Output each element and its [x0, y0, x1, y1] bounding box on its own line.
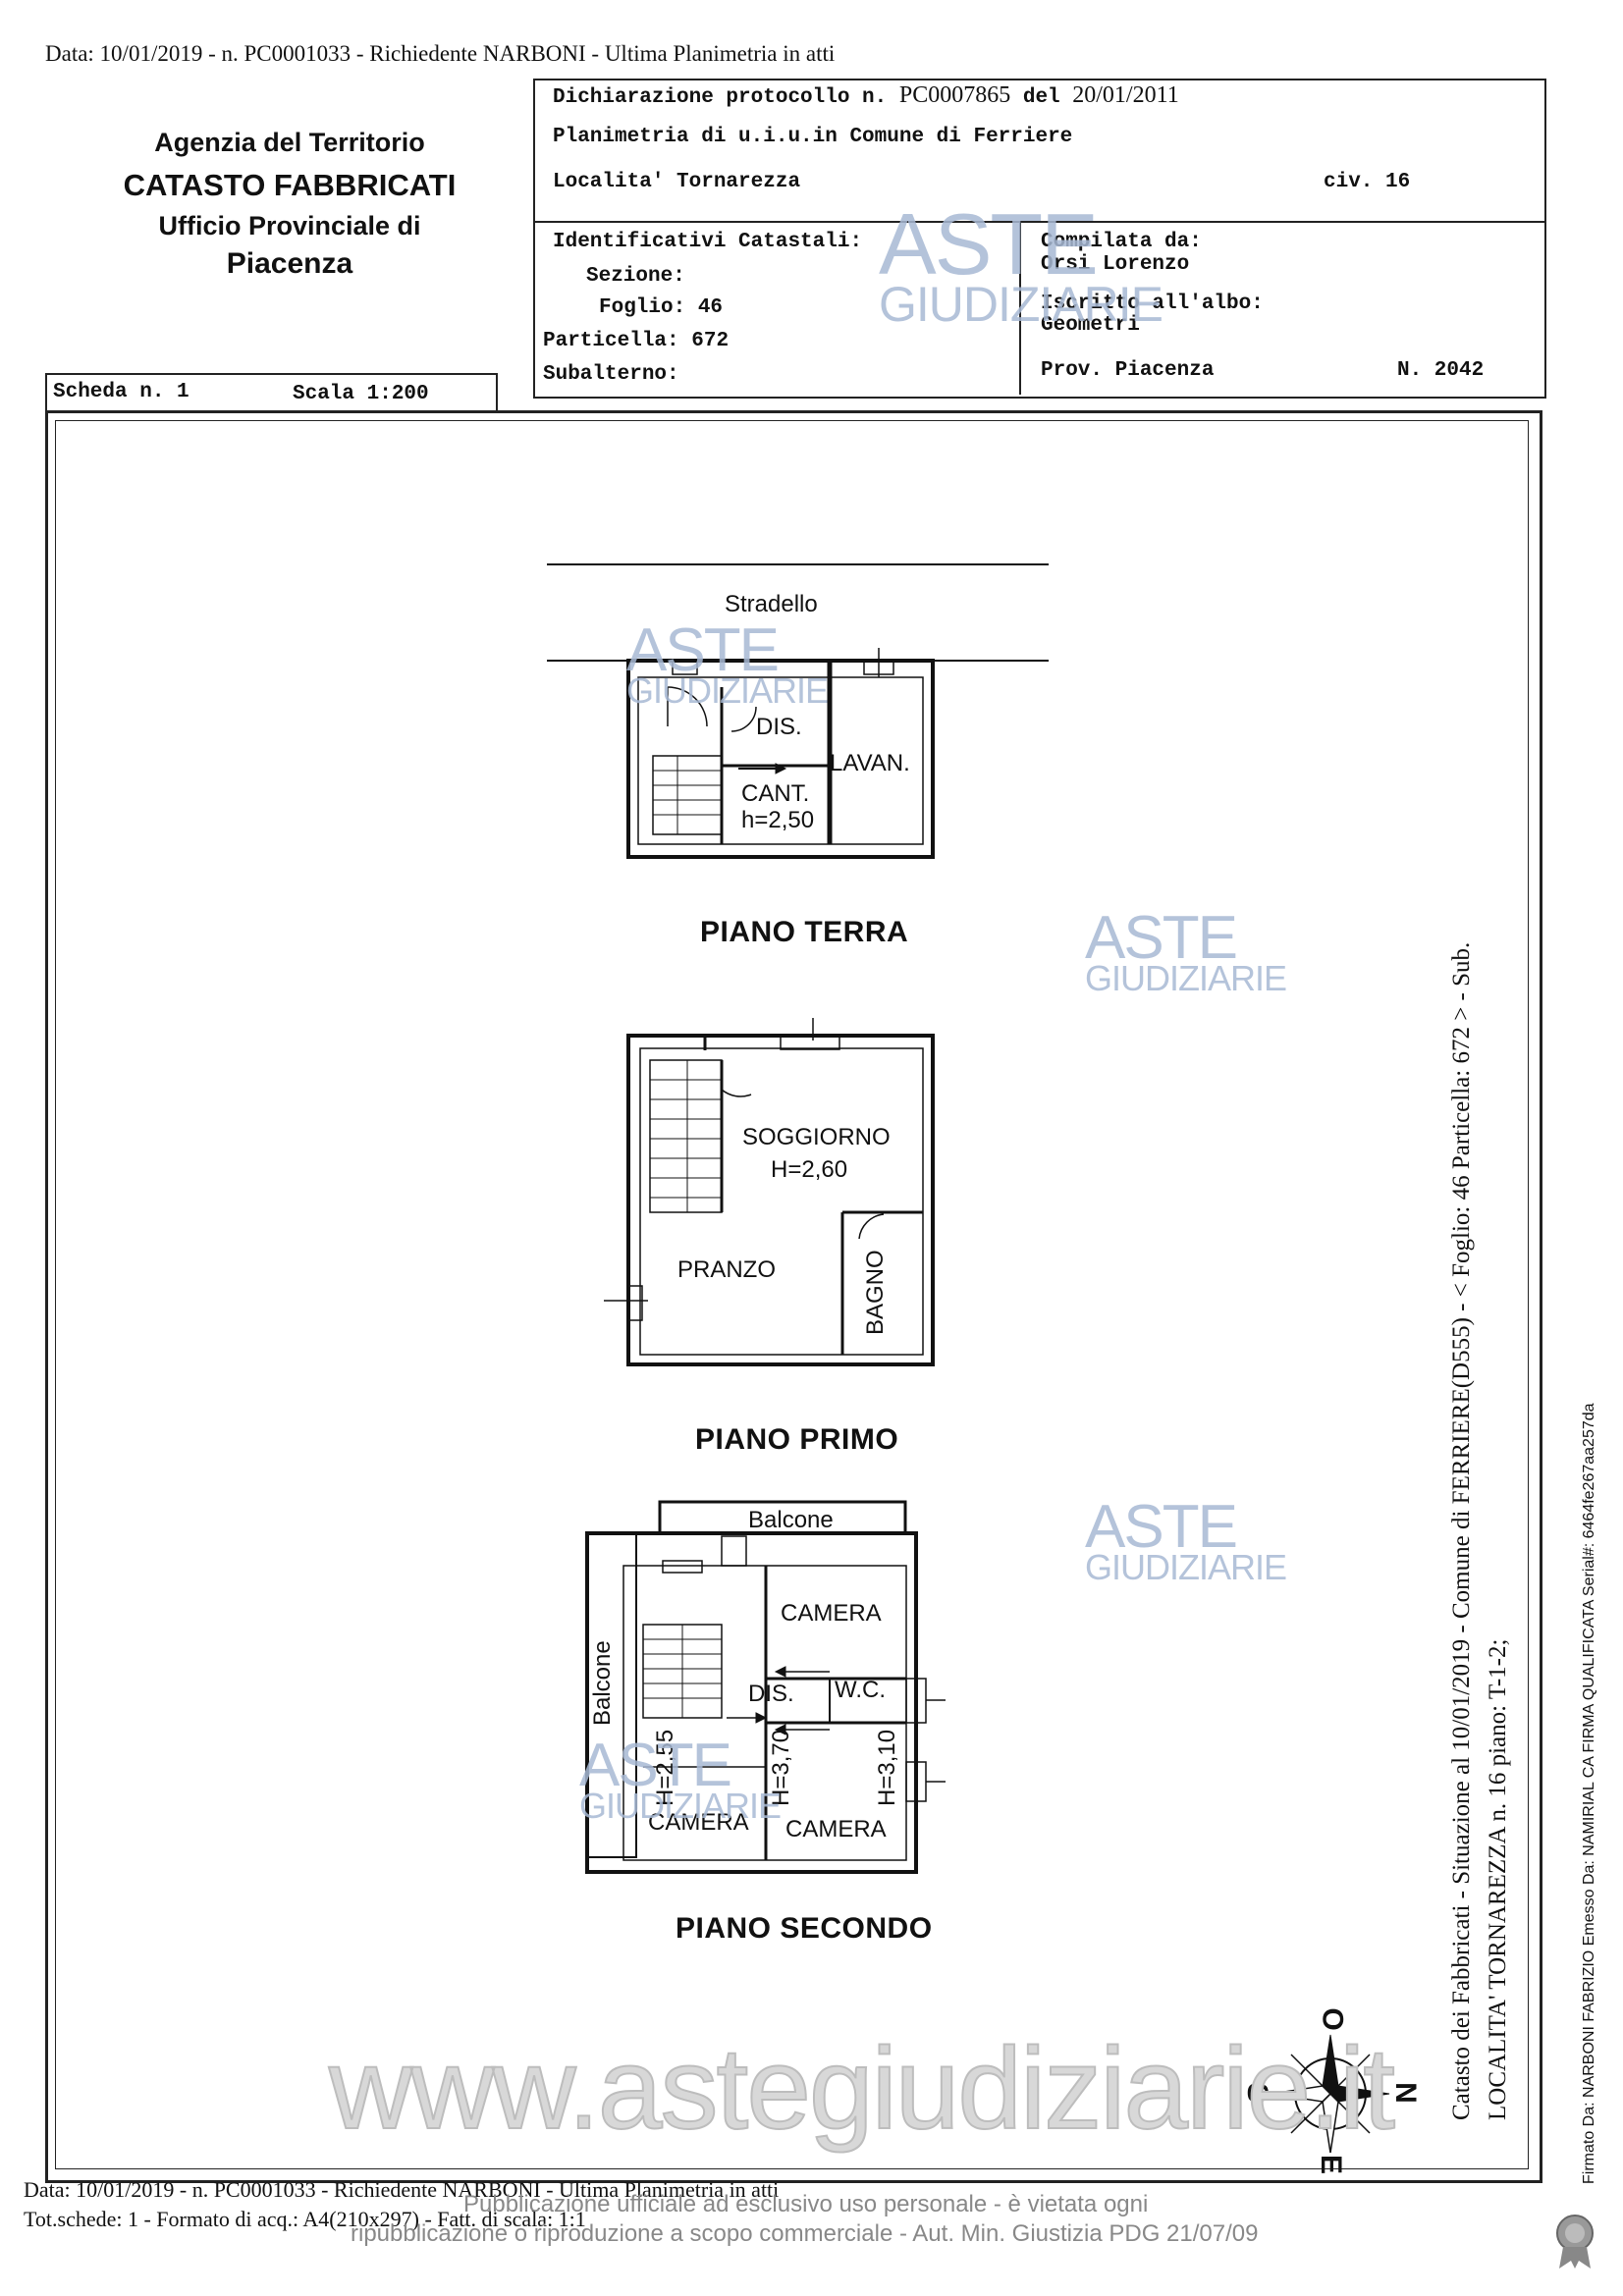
locality-line: Localita' Tornarezza: [553, 171, 801, 193]
drawing-frame: [45, 410, 1542, 2183]
scheda-number: Scheda n. 1: [53, 381, 189, 403]
second-room-dis: DIS.: [748, 1681, 794, 1707]
particella-label: Particella:: [543, 330, 679, 352]
footer-notice1: Pubblicazione ufficiale ad esclusivo uso…: [463, 2191, 1149, 2217]
protocol-date: 20/01/2011: [1072, 82, 1179, 108]
first-floor-title: PIANO PRIMO: [695, 1423, 899, 1456]
second-room-camera-3: CAMERA: [785, 1816, 887, 1842]
agency-line2: CATASTO FABBRICATI: [123, 168, 457, 202]
compiled-name: Orsi Lorenzo: [1041, 253, 1190, 276]
protocol-line: Dichiarazione protocollo n. PC0007865 de…: [553, 82, 1179, 109]
foglio-row: Foglio: 46: [599, 296, 723, 319]
declaration-divider: [533, 221, 1544, 223]
ground-room-lavan: LAVAN.: [830, 750, 910, 776]
first-room-soggiorno: SOGGIORNO: [742, 1124, 891, 1150]
drawing-frame-inner: [55, 420, 1529, 2169]
declaration-box: [533, 79, 1546, 399]
protocol-label: Dichiarazione protocollo n.: [553, 86, 888, 109]
registered-label: Iscritto all'albo:: [1041, 293, 1264, 315]
plan-line: Planimetria di u.i.u.in Comune di Ferrie…: [553, 126, 1073, 148]
agency-line1: Agenzia del Territorio: [154, 128, 425, 157]
second-balcone-top: Balcone: [748, 1507, 834, 1533]
footer-notice2: ripubblicazione o riproduzione a scopo c…: [351, 2220, 1259, 2247]
identifiers-title: Identificativi Catastali:: [553, 231, 863, 253]
foglio-label: Foglio:: [599, 296, 686, 319]
civic-number: civ. 16: [1324, 171, 1411, 193]
agency-block: Agenzia del Territorio CATASTO FABBRICAT…: [118, 128, 461, 281]
province-label: Prov. Piacenza: [1041, 359, 1215, 382]
side-text-line2: LOCALITA' TORNAREZZA n. 16 piano: T-1-2;: [1485, 1638, 1511, 2120]
footer-line1: Data: 10/01/2019 - n. PC0001033 - Richie…: [24, 2177, 780, 2202]
compiled-label: Compilata da:: [1041, 231, 1202, 253]
registered-value: Geometri: [1041, 314, 1140, 337]
agency-line4: Piacenza: [226, 247, 353, 280]
seal-icon: [1553, 2212, 1596, 2270]
second-room-camera-2: CAMERA: [648, 1809, 749, 1836]
side-text-line1: Catasto dei Fabbricati - Situazione al 1…: [1448, 941, 1475, 2120]
header-top-line: Data: 10/01/2019 - n. PC0001033 - Richie…: [45, 41, 836, 66]
agency-line3: Ufficio Provinciale di: [158, 211, 421, 240]
second-room-camera-1: CAMERA: [781, 1600, 882, 1627]
compass-e: E: [1315, 2154, 1348, 2175]
footer-line2: Tot.schede: 1 - Formato di acq.: A4(210x…: [24, 2207, 586, 2231]
first-room-bagno: BAGNO: [862, 1250, 889, 1335]
scala-label: Scala 1:200: [293, 383, 429, 405]
ground-room-dis: DIS.: [756, 714, 802, 740]
particella-value: 672: [691, 330, 730, 352]
ground-floor-title: PIANO TERRA: [700, 916, 909, 948]
second-balcone-side: Balcone: [589, 1640, 616, 1726]
register-number: N. 2042: [1397, 359, 1485, 382]
compass-rose: [1271, 2034, 1390, 2154]
second-height-3: H=3,10: [874, 1729, 900, 1806]
particella-row: Particella: 672: [543, 330, 729, 352]
first-height: H=2,60: [771, 1156, 848, 1183]
declaration-vdivider: [1019, 221, 1021, 395]
date-label: del: [1022, 86, 1060, 109]
ground-room-cant: CANT.: [741, 780, 810, 807]
subalterno-label: Subalterno:: [543, 363, 679, 386]
protocol-number: PC0007865: [898, 82, 1011, 108]
ground-height: h=2,50: [741, 807, 815, 833]
second-room-wc: W.C.: [835, 1677, 886, 1703]
watermark-site: www.astegiudiziarie.it: [328, 2023, 1396, 2155]
first-room-pranzo: PRANZO: [677, 1256, 777, 1283]
sezione-label: Sezione:: [586, 265, 685, 288]
foglio-value: 46: [697, 296, 724, 319]
signature-text: Firmato Da: NARBONI FABRIZIO Emesso Da: …: [1581, 1403, 1597, 2184]
street-label: Stradello: [725, 591, 818, 617]
second-floor-title: PIANO SECONDO: [676, 1912, 933, 1945]
